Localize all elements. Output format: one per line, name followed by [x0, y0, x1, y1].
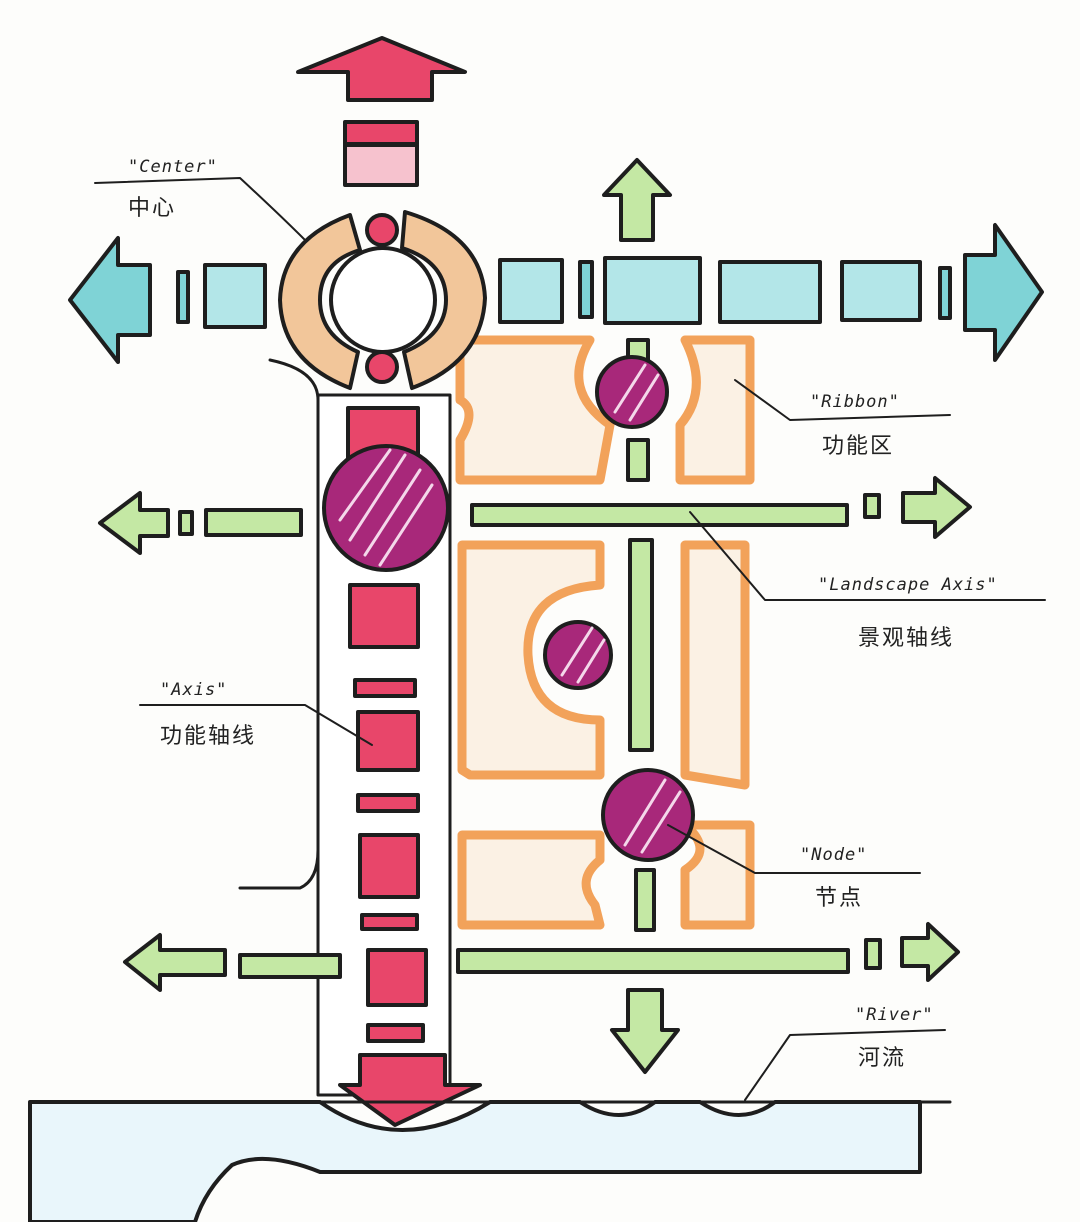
- leader-lines: [94, 177, 1046, 1101]
- landscape-axis-vertical: [626, 438, 650, 482]
- label-axis-zh: 功能轴线: [160, 724, 257, 749]
- label-ribbon-zh: 功能区: [822, 434, 895, 459]
- center-arc-right: [400, 210, 487, 390]
- ribbon-block: [457, 540, 605, 780]
- label-river-zh: 河流: [858, 1046, 907, 1071]
- landscape-axis-horizontal-upper: [470, 503, 849, 527]
- node-hatching: [338, 363, 682, 854]
- arrow-east: [963, 223, 1044, 362]
- label-node-en: "Node": [800, 845, 868, 865]
- arrow-west: [68, 236, 152, 364]
- landscape-axis-vertical: [628, 538, 654, 752]
- center-node-bottom: [365, 350, 399, 384]
- ribbon-block: [680, 820, 755, 930]
- arrow-left-lower: [123, 933, 227, 992]
- label-ribbon-en: "Ribbon": [810, 392, 900, 412]
- functional-axis: [296, 36, 482, 1127]
- node-large: [322, 444, 450, 572]
- ribbon-block: [455, 335, 615, 485]
- arrow-left-upper: [98, 491, 170, 555]
- leader-node: [667, 824, 921, 874]
- center-ring-inner: [329, 246, 437, 354]
- label-node-zh: 节点: [815, 886, 864, 911]
- label-center-en: "Center": [128, 157, 218, 177]
- node: [601, 768, 695, 862]
- label-center-zh: 中心: [128, 196, 177, 221]
- nodes: [322, 355, 695, 862]
- landscape-axes: [178, 338, 882, 979]
- ribbon-blocks: [455, 335, 755, 930]
- leader-center: [94, 177, 306, 241]
- center-plaza: [278, 210, 487, 390]
- ribbon-block: [457, 830, 605, 930]
- landscape-axis-vertical: [634, 868, 656, 932]
- site-boundary-line: [238, 358, 320, 890]
- node: [595, 355, 669, 429]
- leader-river: [744, 1029, 946, 1101]
- arrow-south: [338, 1053, 482, 1127]
- label-river-en: "River": [855, 1005, 934, 1025]
- center-node-top: [365, 213, 399, 247]
- label-landscape-axis-en: "Landscape Axis": [818, 575, 998, 595]
- cross-axis: [68, 223, 1044, 364]
- leader-landscape-axis: [689, 511, 1046, 601]
- arrow-up: [602, 158, 672, 242]
- center-arc-left: [278, 213, 362, 390]
- node: [543, 620, 613, 690]
- leader-axis: [139, 704, 373, 746]
- ribbon-block: [680, 540, 750, 790]
- arrow-down: [610, 988, 680, 1074]
- leader-ribbon: [734, 379, 951, 421]
- river: [28, 1100, 922, 1222]
- green-arrows: [98, 158, 972, 1074]
- landscape-axis-horizontal-lower: [456, 948, 850, 974]
- arrow-north: [296, 36, 467, 102]
- label-landscape-axis-zh: 景观轴线: [858, 626, 955, 651]
- label-axis-en: "Axis": [160, 680, 228, 700]
- arrow-right-upper: [901, 476, 972, 539]
- ribbon-block: [675, 335, 755, 485]
- arrow-right-lower: [900, 922, 960, 982]
